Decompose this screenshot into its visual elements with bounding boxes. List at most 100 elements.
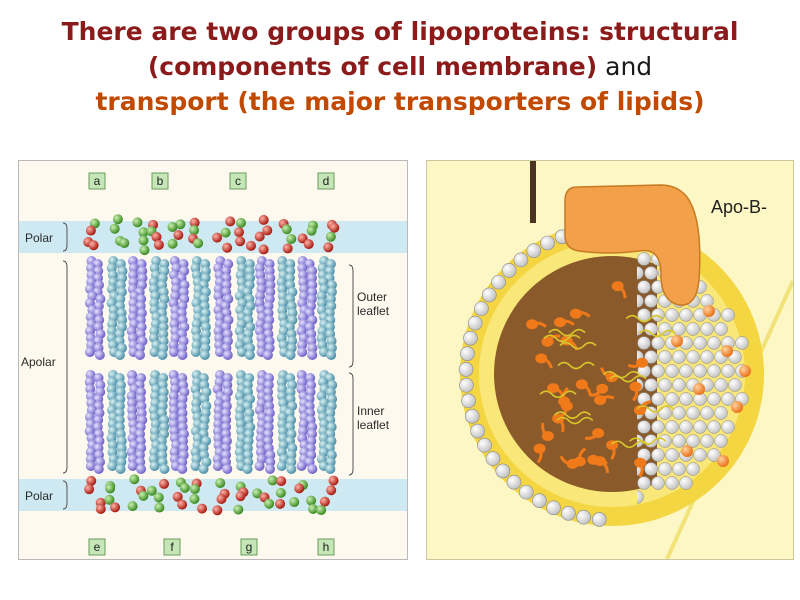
atom-sphere <box>151 231 162 242</box>
fatty-acid-tail <box>600 367 613 379</box>
phospholipid-head <box>513 252 529 268</box>
atom-sphere <box>258 244 269 255</box>
atom-sphere <box>107 326 118 336</box>
atom-sphere <box>150 391 161 401</box>
phospholipid-head <box>693 448 707 462</box>
atom-sphere <box>177 464 188 474</box>
atom-sphere <box>189 493 200 504</box>
atom-sphere <box>235 236 246 247</box>
triglyceride-chain <box>636 405 674 413</box>
apo-b-label: Apo-B- <box>711 197 767 217</box>
left-labels: Polar Apolar Polar <box>21 222 68 510</box>
atom-sphere <box>306 225 317 236</box>
atom-sphere <box>324 322 335 332</box>
fatty-acid-tail <box>546 334 561 343</box>
atom-sphere <box>316 505 327 516</box>
atom-sphere <box>86 475 97 486</box>
phospholipid-head <box>460 346 475 361</box>
atom-sphere <box>159 464 170 474</box>
phospholipid-head <box>672 434 686 448</box>
phospholipid-head <box>658 322 672 336</box>
phospholipid-head <box>644 294 658 308</box>
triglyceride-chain <box>629 437 667 445</box>
atom-sphere <box>297 270 308 280</box>
atom-sphere <box>177 350 188 360</box>
atom-sphere <box>244 259 255 269</box>
atom-sphere <box>212 454 223 464</box>
phospholipid-head <box>637 476 651 490</box>
atom-sphere <box>216 494 227 505</box>
atom-sphere <box>177 343 188 353</box>
atom-sphere <box>172 491 183 502</box>
phospholipid-head <box>651 364 665 378</box>
atom-sphere <box>114 329 125 339</box>
atom-sphere <box>233 227 244 238</box>
atom-sphere <box>264 336 275 346</box>
letter-a: a <box>94 174 101 188</box>
atom-sphere <box>198 464 209 474</box>
atom-sphere <box>221 280 232 290</box>
atom-sphere <box>308 503 319 514</box>
phospholipid-head <box>532 493 547 508</box>
atom-sphere <box>294 483 305 494</box>
fatty-acid-tail <box>599 395 615 402</box>
phospholipid-head <box>693 420 707 434</box>
letter-g: g <box>246 540 253 554</box>
letter-h: h <box>323 540 330 554</box>
atom-sphere <box>265 280 276 290</box>
atom-sphere <box>264 464 275 474</box>
phospholipid-head <box>644 406 658 420</box>
atom-sphere <box>297 347 308 357</box>
atom-sphere <box>277 426 288 436</box>
atom-sphere <box>93 464 104 474</box>
atom-sphere <box>275 487 286 498</box>
lipid-molecules <box>83 214 340 516</box>
apolar-label: Apolar <box>21 355 56 369</box>
atom-sphere <box>115 464 126 474</box>
cholesterol <box>731 401 743 413</box>
fatty-acid-tail <box>531 321 547 328</box>
phospholipid-head <box>686 462 700 476</box>
atom-sphere <box>213 398 224 408</box>
atom-sphere <box>277 384 288 394</box>
atom-sphere <box>138 235 149 246</box>
atom-sphere <box>116 436 127 446</box>
atom-sphere <box>128 270 139 280</box>
fatty-acid-tail <box>578 447 587 462</box>
phospholipid-head <box>651 476 665 490</box>
atom-sphere <box>252 488 263 499</box>
atom-sphere <box>94 350 105 360</box>
atom-sphere <box>282 243 293 254</box>
cholesterol <box>717 455 729 467</box>
atom-sphere <box>167 222 178 233</box>
cholesterol <box>681 445 693 457</box>
lipoprotein-svg: Apo-B- <box>427 161 793 559</box>
phospholipid-head <box>707 448 721 462</box>
atom-sphere <box>135 350 146 360</box>
atom-sphere <box>171 277 182 287</box>
atom-sphere <box>173 230 184 241</box>
cholesteryl-ester <box>569 308 582 319</box>
atom-sphere <box>235 217 246 228</box>
atom-sphere <box>157 350 168 360</box>
atom-sphere <box>138 227 149 238</box>
phospholipid-head <box>728 378 742 392</box>
atom-sphere <box>149 426 160 436</box>
atom-sphere <box>326 350 337 360</box>
atom-sphere <box>299 284 310 294</box>
atom-sphere <box>199 350 210 360</box>
atom-sphere <box>127 461 138 471</box>
atom-sphere <box>265 457 276 467</box>
atom-sphere <box>159 478 170 489</box>
atom-sphere <box>137 266 148 276</box>
atom-sphere <box>189 484 200 495</box>
atom-sphere <box>129 474 140 485</box>
lipoprotein-particle <box>458 221 764 527</box>
phospholipid-head <box>491 274 506 290</box>
phospholipid-head <box>658 462 672 476</box>
phospholipid-head <box>637 336 651 350</box>
phospholipid-head <box>644 266 658 280</box>
cholesteryl-ester <box>547 383 560 394</box>
atom-sphere <box>265 450 276 460</box>
atom-sphere <box>109 223 120 234</box>
